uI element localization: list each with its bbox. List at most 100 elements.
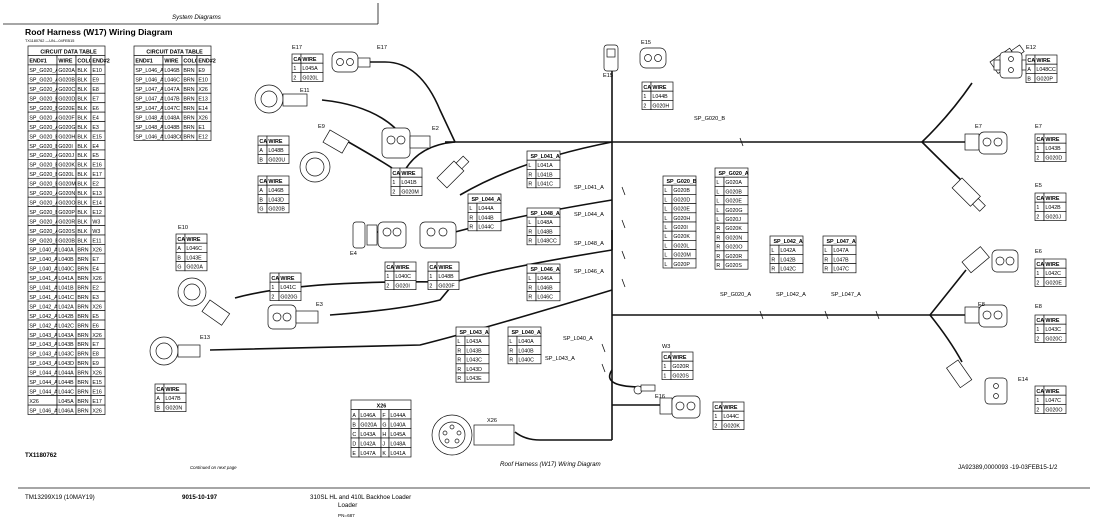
circuit-table-left-cell: E8 [92,352,99,358]
circuit-table-right-cell: SP_L047_A [135,106,164,112]
connector-labels: E17 E17 E15 E15 E12 E11 E9 E2 E7 E7 E5 E… [178,40,1042,424]
circuit-table-left-cell: L040C [58,267,74,273]
cav-table-e10-cell: A [177,246,181,252]
circuit-table-left-cell: L045A [58,399,74,405]
cav-table-e1-cell: CAV [429,265,440,271]
circuit-table-left-cell: BRN [77,304,88,310]
cav-table-e12-cell: G020P [1036,76,1053,82]
splice-table-sp-l048-a-cell: L048A [537,220,553,226]
circuit-table-right-cell: E14 [198,106,207,112]
cav-table-e4-cell: L040C [395,274,411,280]
label-e16: E16 [655,394,665,400]
x26-table-cell: G [382,422,386,428]
circuit-table-left-cell: BLK [77,191,87,197]
label-e17: E17 [292,45,302,51]
cav-table-e2-cell: 1 [392,180,395,186]
circuit-table-left-cell: E7 [92,97,99,103]
cav-table-e6-cell: CAV [1036,262,1047,268]
circuit-table-left-cell: L044A [58,371,74,377]
splice-table-sp-g020-a-cell: R [716,245,720,251]
cav-table-e14-cell: 1 [1036,398,1039,404]
cav-table-e2-cell: L041B [401,180,417,186]
cav-table-e16-cell: L044C [723,414,739,420]
circuit-table-left-cell: E9 [92,78,99,84]
circuit-table-left-cell: L040A [58,248,74,254]
circuit-table-left-cell: BRN [77,408,88,414]
circuit-table-left-cell: SP_L043_A [29,361,58,367]
connector-e1 [419,221,457,249]
circuit-table-left-cell: SP_L042_A [29,314,58,320]
cav-table-e9-cell: CAV [259,179,270,185]
splice-marks [601,137,880,373]
splice-table-sp-l047-a-cell: L047C [833,267,849,273]
label-e13: E13 [200,335,210,341]
label-sp-l046-a: SP_L046_A [574,269,604,275]
circuit-table-right-cell: END#2 [198,59,215,65]
circuit-table-left-cell: G020N [58,191,75,197]
circuit-table-left-cell: BLK [77,78,87,84]
cav-table-e8-cell: 2 [1036,336,1039,342]
splice-table-sp-g020-a-cell: G020A [725,180,742,186]
connector-e9 [322,129,350,154]
splice-table-sp-g020-b-cell: G020E [673,207,690,213]
circuit-table-right-cell: SP_L046_A [135,68,164,74]
connectors [149,44,1029,456]
circuit-table-left-cell: G020A [58,68,75,74]
circuit-table-left-cell: BLK [77,238,87,244]
circuit-table-left-cell: SP_G020_A [29,229,59,235]
circuit-table-left-cell: BLK [77,163,87,169]
splice-table-sp-l043-a-cell: R [457,367,461,373]
circuit-table-right-title: CIRCUIT DATA TABLE [146,49,203,55]
label-e8: E8 [978,302,985,308]
cav-table-e15-cell: CAV [643,85,654,91]
circuit-table-left-cell: X26 [92,408,101,414]
circuit-table-left-cell: E6 [92,106,99,112]
cav-table-w3-cell: 1 [663,373,666,379]
cav-table-e6-cell: L042C [1045,271,1061,277]
circuit-table-right-cell: L046C [164,78,180,84]
cav-table-e8-cell: G020C [1045,336,1062,342]
cav-table-e1-cell: G020F [438,283,455,289]
circuit-table-right-cell: L046B [164,68,180,74]
cav-table-e7-cell: G020D [1045,155,1062,161]
cav-table-e14-cell: 2 [1036,407,1039,413]
splice-table-sp-g020-a-cell: L [716,217,719,223]
cav-table-e3-cell: CAV [271,276,282,282]
splice-table-sp-l047-a-cell: L [824,248,827,254]
circuit-table-left-cell: L042B [58,314,74,320]
circuit-table-left-cell: SP_G020_A [29,219,59,225]
splice-table-sp-l046-a-cell: L [528,276,531,282]
circuit-table-left-cell: SP_G020_B [29,172,59,178]
cav-table-e11-cell: A [259,148,263,154]
circuit-table-left-cell: SP_L040_A [29,267,58,273]
circuit-table-right-cell: SP_L048_A [135,115,164,121]
splice-table-sp-l040-a-cell: L [509,339,512,345]
splice-table-sp-g020-a-cell: G020R [725,254,742,260]
cav-table-e15-cell: L044B [652,94,668,100]
circuit-table-left-cell: E13 [92,191,101,197]
cav-table-e11-cell: L048B [268,148,284,154]
circuit-table-left-cell: SP_L041_A [29,295,58,301]
circuit-table-left-cell: SP_G020_B [29,210,59,216]
splice-table-sp-l046-a-cell: L046A [537,276,553,282]
circuit-table-right-cell: L048CC [164,134,184,140]
splice-table-sp-g020-a-cell: G020S [725,263,742,269]
cav-table-e11-cell: CAV [259,139,270,145]
x26-table-cell: L048A [390,441,406,447]
splice-table-sp-l043-a-cell: L043A [466,339,482,345]
circuit-table-left-cell: BRN [77,286,88,292]
connector-e16 [659,395,701,419]
label-e11: E11 [300,88,310,94]
circuit-table-left-cell: G020C [58,87,75,93]
x26-table-cell: J [382,441,385,447]
circuit-table-left-cell: X26 [92,276,101,282]
label-sp-l044-a: SP_L044_A [574,212,604,218]
cav-table-e2-cell: CAV [392,171,403,177]
